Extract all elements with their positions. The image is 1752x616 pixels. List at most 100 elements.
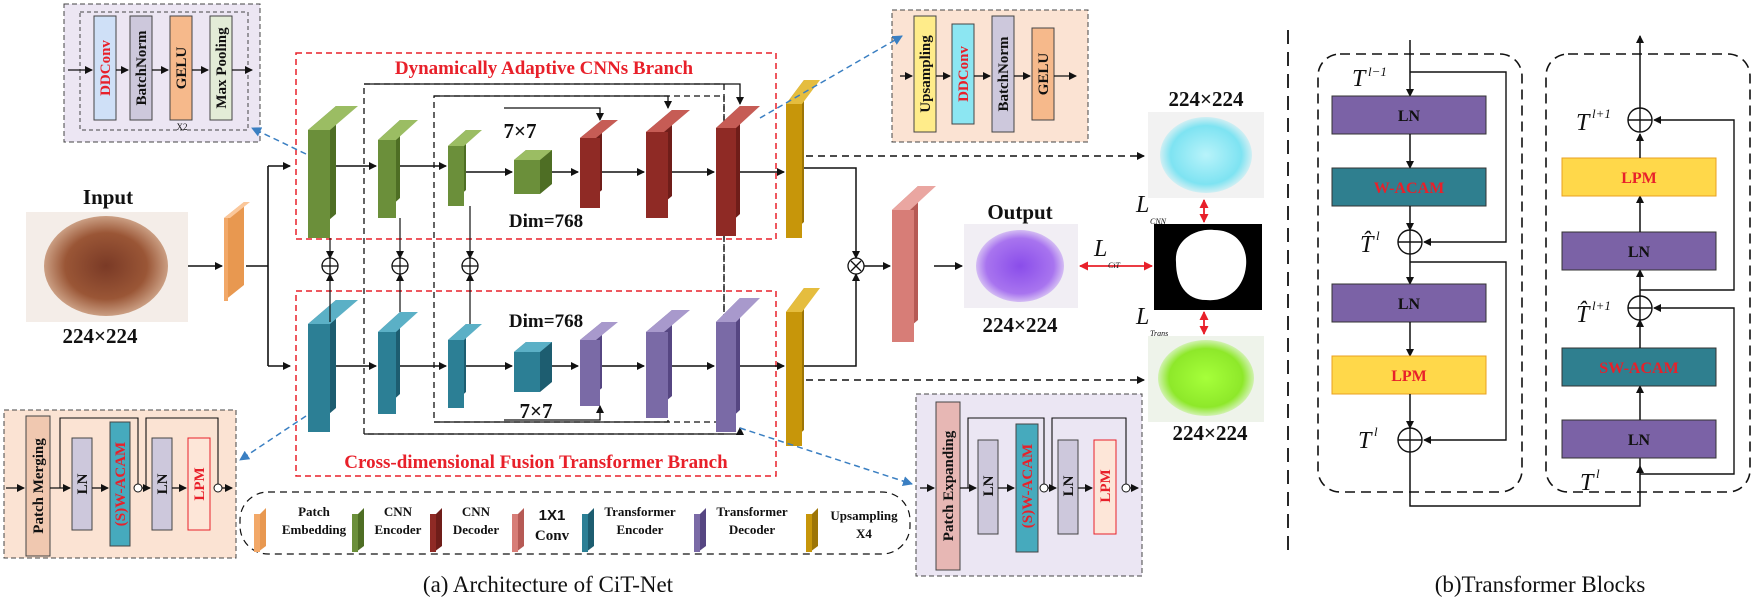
tblock-left-attn [1331,167,1487,207]
output-label: Output [987,200,1052,224]
tblock-left-add2 [1397,427,1423,453]
skip-cnn-inner [504,107,604,121]
transformer-branch-box [295,290,777,477]
tblock-right-ln2 [1561,231,1717,271]
cnn-bottleneck-size: 7×7 [504,119,537,143]
input-lesion-image [44,216,168,316]
arrow-up-trans-to-mult [804,273,860,367]
tblock-left-box [1317,53,1523,493]
fusion-add-1 [321,257,339,275]
trans-decoder-1 [580,322,618,406]
inset-cnn-encoder: DDConv BatchNorm GELU X2 Max Pooling [63,3,261,143]
ground-truth-mask [1175,229,1247,301]
cnn-bottleneck [514,150,552,194]
pred-top-size: 224×224 [1169,87,1244,111]
tblock-left-ln2-label: LN [1398,296,1421,313]
tblock-left-tout: T [1358,428,1373,454]
tblock-left-res2 [1410,261,1507,444]
cnn-decoder-2 [646,110,690,218]
inset-enc-ddconv: DDConv [98,40,114,96]
output-size-label: 224×224 [983,313,1058,337]
trans-decoder-3 [716,298,760,432]
link-inset-trans-decoder [739,427,913,486]
upsample-cnn [786,80,820,238]
tblock-right-ln1-label: LN [1628,432,1651,449]
legend-label-trans-enc-1: Transformer [604,504,675,519]
inset-tenc-ln2: LN [155,473,171,494]
inset-tenc-acam: (S)W-ACAM [113,442,129,526]
caption-a: (a) Architecture of CiT-Net [423,572,674,597]
pred-trans-image [1158,340,1254,416]
link-inset-cnn-decoder [759,35,903,119]
legend-label-conv-1: 1X1 [539,507,566,524]
loss-cit-sub: CiT [1108,261,1121,270]
link-inset-trans-encoder [239,415,307,461]
legend-label-conv-2: Conv [535,528,570,544]
tblock-left-tin: T [1352,66,1367,92]
legend-label-cnn-dec-2: Decoder [453,522,499,537]
tblock-right-attn-label: SW-ACAM [1599,360,1678,377]
loss-cnn-sub: CNN [1150,217,1167,226]
inset-dec-ddconv: DDConv [956,46,972,102]
tblock-connect [1409,452,1644,507]
tblock-left-res1 [1410,71,1507,246]
legend-swatch-trans-decoder [694,508,706,552]
inset-tenc-ln1: LN [75,473,91,494]
inset-tdec-patch-expanding: Patch Expanding [941,430,957,541]
inset-enc-maxpool: Max Pooling [214,27,230,109]
skip-trans-inner [504,405,604,421]
tblock-right-ln2-label: LN [1628,244,1651,261]
inset-tenc-lpm: LPM [192,467,208,500]
inset-tenc-patch-merging: Patch Merging [31,438,47,534]
tblock-left-lpm [1331,355,1487,395]
tblock-right-add2 [1627,107,1653,133]
trans-encoder-1 [308,300,358,432]
inset-trans-encoder: Patch Merging LN (S)W-ACAM LN LPM [3,409,237,559]
tblock-left-ln2 [1331,283,1487,323]
cnn-encoder-3 [448,130,482,206]
tblock-right-tin: T [1580,470,1595,496]
legend-label-patch-1: Patch [298,504,331,519]
legend-swatch-cnn-encoder [352,508,364,552]
tblock-left-ln1-label: LN [1398,108,1421,125]
cnn-bottleneck-dim: Dim=768 [509,211,583,232]
fusion-add-3 [461,257,479,275]
legend: Patch Embedding CNN Encoder CNN Decoder … [239,491,911,555]
tblock-right-add1 [1627,295,1653,321]
cnn-branch-box [295,52,777,240]
tblock-right-tout-sup: l+1 [1592,106,1611,121]
trans-bottleneck [514,342,552,392]
skip-cnn-mid [434,95,672,109]
legend-label-cnn-dec-1: CNN [462,504,491,519]
legend-label-upsampling-2: X4 [856,526,872,541]
conv1x1-block [892,186,936,342]
legend-label-trans-dec-1: Transformer [716,504,787,519]
trans-bottleneck-dim: Dim=768 [509,311,583,332]
upsample-trans [786,288,820,446]
inset-tdec-ln2: LN [1061,475,1077,496]
legend-swatch-trans-encoder [582,508,594,552]
tblock-left-tin-sup: l−1 [1368,64,1387,79]
tblock-right-lpm-label: LPM [1621,170,1657,187]
transformer-branch-title: Cross-dimensional Fusion Transformer Bra… [344,452,728,473]
patch-embedding-block [224,202,250,301]
loss-cnn-symbol: L [1135,192,1149,218]
tblock-right-tin-sup: l [1596,466,1600,481]
skip-cnn-outer [364,83,744,105]
inset-tdec-acam: (S)W-ACAM [1020,444,1036,528]
inset-cnn-decoder: Upsampling DDConv BatchNorm GELU [891,9,1089,143]
inset-tdec-ln1: LN [981,475,997,496]
tblock-right-that-sup: l+1 [1592,298,1611,313]
legend-swatch-cnn-decoder [430,508,442,552]
legend-swatch-conv1x1 [512,508,524,552]
legend-label-patch-2: Embedding [282,522,347,537]
legend-swatch-patch-embedding [254,508,266,552]
tblock-left-lpm-label: LPM [1391,368,1427,385]
tblock-left-that-sup: l [1376,228,1380,243]
legend-label-cnn-enc-1: CNN [384,504,413,519]
tblock-right-box [1545,53,1751,493]
skip-trans-mid [434,420,669,423]
inset-enc-batchnorm: BatchNorm [134,30,150,105]
tblock-right-attn [1561,347,1717,387]
